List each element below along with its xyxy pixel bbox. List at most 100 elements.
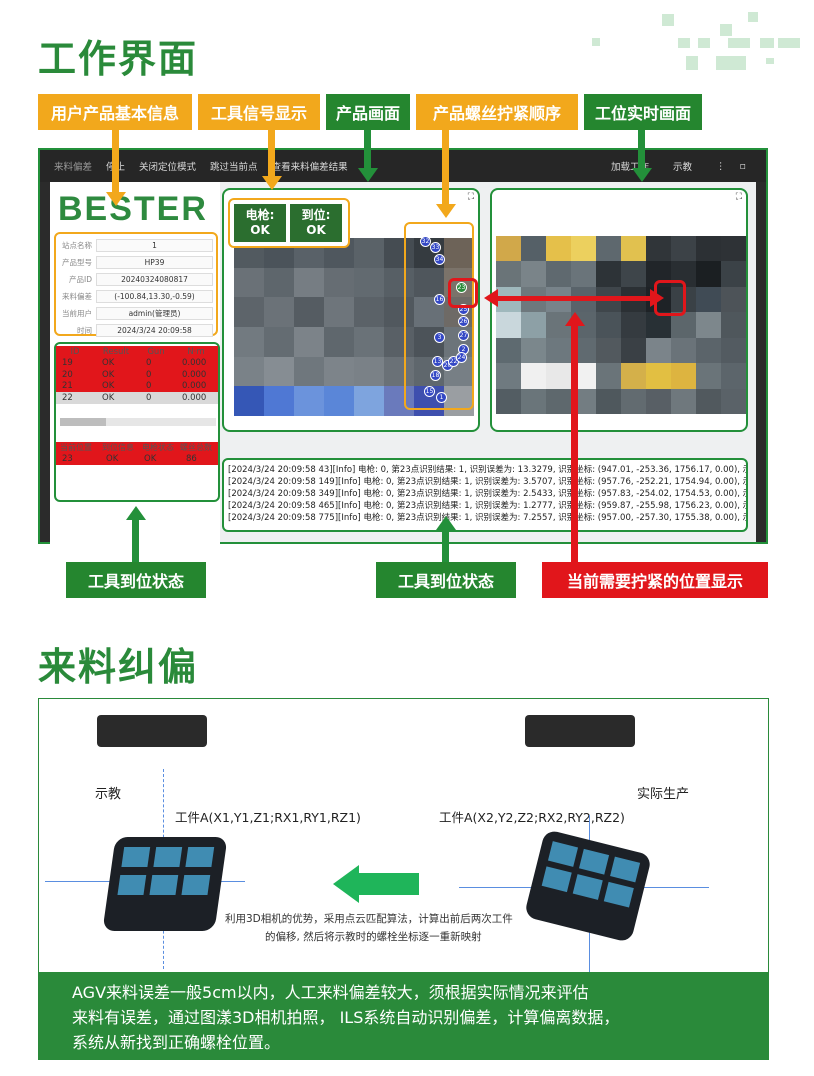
current-point-marker — [448, 278, 478, 308]
station-view-panel: ⛶ — [490, 188, 748, 432]
screw-point[interactable]: 1 — [436, 392, 447, 403]
cell: OK — [102, 392, 115, 403]
cell: OK — [102, 369, 115, 380]
gun-signal: 电枪:OK — [234, 204, 286, 242]
status-row: 23 OK OK 86 — [56, 453, 218, 465]
status-header: 电枪状态 — [142, 442, 174, 452]
cell: 0.000 — [182, 381, 207, 392]
screw-point[interactable]: 24 — [456, 352, 467, 363]
log-line: [2024/3/24 20:09:58 349][Info] 电枪: 0, 第2… — [228, 489, 748, 499]
caption-line-2: 的偏移, 然后将示教时的螺栓坐标逐一重新映射 — [265, 931, 482, 943]
info-value: 2024/3/24 20:09:58 — [96, 323, 213, 337]
info-key: 当前用户 — [62, 308, 92, 318]
menu-item-close-positioning[interactable]: 关闭定位模式 — [139, 162, 197, 173]
arrow-head — [565, 312, 585, 326]
screw-order-box — [404, 222, 474, 410]
menu-item-skip-point[interactable]: 跳过当前点 — [210, 162, 258, 173]
horizontal-scrollbar[interactable] — [60, 418, 216, 426]
menu-item-incoming-deviation[interactable]: 来料偏差 — [54, 162, 93, 173]
label-current-position: 当前需要拧紧的位置显示 — [542, 562, 768, 598]
red-double-arrow — [492, 296, 652, 301]
product-image — [234, 238, 474, 416]
fullscreen-icon[interactable]: ⛶ — [735, 192, 742, 202]
label-screw-order: 产品螺丝拧紧顺序 — [416, 94, 578, 130]
info-key: 站点名称 — [62, 240, 92, 250]
screw-point[interactable]: 33 — [430, 242, 441, 253]
cell: OK — [102, 358, 115, 369]
arrow-head — [262, 176, 282, 190]
info-key: 来料偏差 — [62, 291, 92, 301]
cell: 22 — [62, 392, 73, 403]
info-value: admin(管理员) — [96, 306, 213, 320]
menu-item-load-work[interactable]: 加载工作 — [611, 162, 650, 173]
info-value: HP39 — [96, 255, 213, 269]
caption-line-1: 利用3D相机的优势，采用点云匹配算法，计算出前后两次工件 — [225, 913, 513, 925]
screw-point[interactable]: 25 — [458, 304, 469, 315]
screw-point-current[interactable]: 23 — [456, 282, 467, 293]
label-tool-status-center: 工具到位状态 — [376, 562, 516, 598]
cell: OK — [106, 453, 119, 464]
arrow-head — [126, 506, 146, 520]
cell: 21 — [62, 381, 73, 392]
menu-item-view-deviation[interactable]: 查看来料偏差结果 — [271, 162, 348, 173]
arrow-head — [106, 192, 126, 206]
deviation-panel: 示教 实际生产 工件A(X1,Y1,Z1;RX1,RY1,RZ1) 工件A(X2… — [38, 698, 769, 1060]
status-header: 当前位置 — [60, 442, 92, 452]
restore-icon[interactable]: ▫ — [739, 160, 746, 172]
cell: 0.000 — [182, 369, 207, 380]
workpiece2-label: 工件A(X2,Y2,Z2;RX2,RY2,RZ2) — [439, 810, 625, 825]
cell: 0.000 — [182, 358, 207, 369]
footer-note: AGV来料误差一般5cm以内，人工来料偏差较大，须根据实际情况来评估 来料有误差… — [38, 972, 769, 1060]
more-icon[interactable]: ⋮ — [716, 160, 726, 172]
screw-point[interactable]: 16 — [434, 294, 445, 305]
cell: 0.000 — [182, 392, 207, 403]
screw-point[interactable]: 15 — [424, 386, 435, 397]
status-header: 螺丝总数 — [180, 442, 212, 452]
screw-point[interactable]: 34 — [434, 254, 445, 265]
label-product-view: 产品画面 — [326, 94, 410, 130]
app-window: 来料偏差 停止 关闭定位模式 跳过当前点 查看来料偏差结果 加载工作 示教 ⋮ … — [38, 148, 768, 546]
arrow-stem — [112, 130, 119, 194]
station-image — [496, 236, 746, 414]
section2-title: 来料纠偏 — [38, 645, 199, 689]
gun-label: 电枪: — [245, 208, 275, 222]
arrow-stem — [442, 528, 449, 562]
arrow-head — [632, 168, 652, 182]
info-key: 产品型号 — [62, 257, 92, 267]
production-label: 实际生产 — [637, 787, 690, 802]
menu-item-teach[interactable]: 示教 — [673, 162, 693, 173]
position-label: 到位: — [301, 208, 331, 222]
gun-status: OK — [250, 223, 270, 237]
screw-point[interactable]: 32 — [420, 236, 431, 247]
label-station-view: 工位实时画面 — [584, 94, 702, 130]
cell: 23 — [62, 453, 73, 464]
green-left-arrow-head — [333, 865, 359, 903]
screw-point[interactable]: 26 — [458, 316, 469, 327]
screw-point[interactable]: 18 — [430, 370, 441, 381]
product-view-panel: 电枪:OK 到位:OK 32 33 34 16 23 25 26 27 2 3 … — [222, 188, 480, 432]
col-header: N·m — [187, 346, 205, 357]
fullscreen-icon[interactable]: ⛶ — [467, 192, 474, 202]
screw-point[interactable]: 27 — [458, 330, 469, 341]
cell: 86 — [186, 453, 197, 464]
label-tool-status-left: 工具到位状态 — [66, 562, 206, 598]
screw-point[interactable]: 3 — [434, 332, 445, 343]
arrow-head — [436, 204, 456, 218]
arrow-head — [358, 168, 378, 182]
log-line: [2024/3/24 20:09:58 149][Info] 电枪: 0, 第2… — [228, 477, 748, 487]
status-header: 到位信息 — [102, 442, 134, 452]
position-status: OK — [306, 223, 326, 237]
arrow-stem — [442, 130, 449, 206]
cell: 0 — [146, 369, 152, 380]
cell: OK — [102, 381, 115, 392]
position-signal: 到位:OK — [290, 204, 342, 242]
screw-column: 32 33 34 16 23 25 26 27 2 3 13 18 20 22 … — [420, 236, 469, 408]
workpiece-right — [523, 829, 653, 943]
arrow-head — [436, 516, 456, 530]
arrow-stem — [638, 130, 645, 170]
